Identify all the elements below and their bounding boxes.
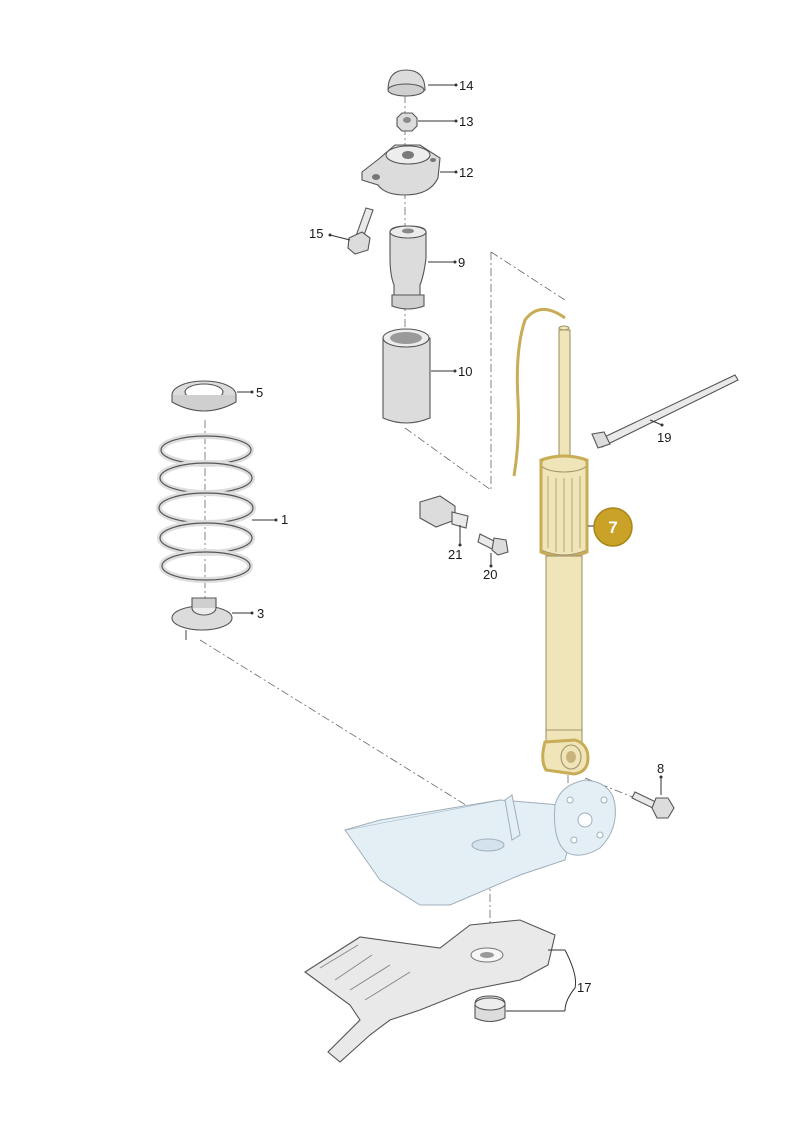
callout-15[interactable]: 15 [309, 226, 323, 241]
callout-7: 7 [608, 518, 617, 537]
callout-5[interactable]: 5 [256, 385, 263, 400]
part-7-shock-absorber[interactable] [512, 308, 590, 776]
part-8-bolt[interactable] [631, 791, 675, 819]
callout-21[interactable]: 21 [448, 547, 462, 562]
callout-20[interactable]: 20 [483, 567, 497, 582]
callout-3[interactable]: 3 [257, 606, 264, 621]
callout-12[interactable]: 12 [459, 165, 473, 180]
callout-labels: 14 13 12 15 9 10 5 1 3 21 20 19 8 17 [256, 78, 671, 995]
part-1-coil-spring[interactable] [156, 433, 256, 583]
callout-10[interactable]: 10 [458, 364, 472, 379]
part-17-underbody-panel[interactable] [304, 919, 556, 1063]
callout-9[interactable]: 9 [458, 255, 465, 270]
part-14-protective-cap[interactable] [387, 69, 426, 97]
callout-14[interactable]: 14 [459, 78, 473, 93]
part-19-cable-tie[interactable] [591, 374, 739, 449]
part-15-bolt[interactable] [347, 207, 374, 255]
highlight-badge-circle [593, 507, 633, 547]
part-10-protective-sleeve[interactable] [382, 328, 431, 424]
part-12-strut-mount[interactable] [361, 144, 441, 196]
callout-7-badge[interactable]: 7 [593, 507, 633, 547]
callout-19[interactable]: 19 [657, 430, 671, 445]
part-17-clip[interactable] [474, 995, 506, 1023]
callout-17[interactable]: 17 [577, 980, 591, 995]
part-13-nut[interactable] [396, 112, 418, 132]
part-20-screw[interactable] [477, 533, 509, 556]
part-9-bump-stop[interactable] [389, 225, 427, 310]
callout-8[interactable]: 8 [657, 761, 664, 776]
part-3-lower-spring-seat[interactable] [171, 597, 233, 640]
part-5-upper-spring-seat[interactable] [171, 380, 237, 412]
rear-axle-beam [344, 779, 616, 906]
callout-1[interactable]: 1 [281, 512, 288, 527]
callout-13[interactable]: 13 [459, 114, 473, 129]
part-21-sensor[interactable] [419, 495, 469, 529]
leader-lines [232, 83, 664, 1012]
